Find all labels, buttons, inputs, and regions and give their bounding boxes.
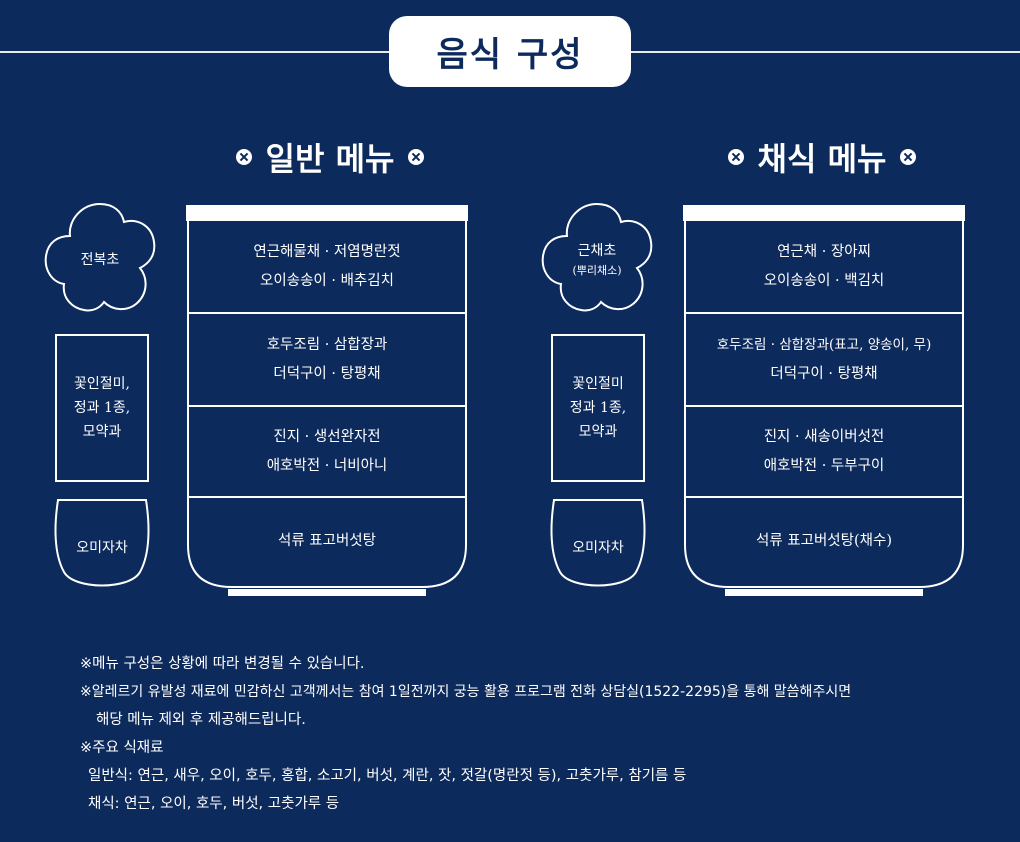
vegan-side-bottom: 오미자차 (572, 540, 624, 556)
menu-line: 호두조림 · 삼합장과 (266, 336, 388, 353)
cup-icon (54, 499, 150, 587)
menu-line: 호두조림 · 삼합장과(표고, 양송이, 무) (716, 336, 932, 353)
note-line: ※주요 식재료 (80, 740, 164, 756)
ornament-icon (727, 149, 744, 165)
header-rule-right (631, 51, 1020, 53)
vegan-side-middle-line: 꽃인절미 (572, 376, 624, 392)
note-line: ※알레르기 유발성 재료에 민감하신 고객께서는 참여 1일전까지 궁능 활용 … (80, 684, 852, 700)
menu-line: 오이송송이 · 백김치 (763, 273, 885, 289)
vegan-menu-heading: 채식 메뉴 (692, 134, 952, 180)
vegan-section-2: 호두조림 · 삼합장과(표고, 양송이, 무) 더덕구이 · 탕평채 (685, 313, 963, 406)
general-menu-bowl (186, 205, 468, 596)
general-side-middle: 꽃인절미, 정과 1종, 모약과 (55, 334, 149, 482)
notes: ※메뉴 구성은 상황에 따라 변경될 수 있습니다. ※알레르기 유발성 재료에… (80, 650, 980, 818)
vegan-side-top-sub: (뿌리채소) (572, 264, 622, 277)
general-side-middle-line: 모약과 (82, 424, 122, 440)
general-section-4: 석류 표고버섯탕 (188, 497, 466, 585)
menu-line: 더덕구이 · 탕평채 (273, 365, 381, 382)
menu-line: 더덕구이 · 탕평채 (770, 365, 878, 382)
note-line: 해당 메뉴 제외 후 제공해드립니다. (96, 712, 306, 728)
vegan-side-top: 근채초 (뿌리채소) (537, 234, 657, 284)
general-side-bottom: 오미자차 (76, 540, 128, 556)
menu-line: 석류 표고버섯탕(채수) (756, 532, 892, 549)
general-menu-title: 일반 메뉴 (265, 140, 395, 178)
vegan-side-middle-line: 정과 1종, (569, 400, 627, 416)
general-section-2: 호두조림 · 삼합장과 더덕구이 · 탕평채 (188, 313, 466, 406)
flower-plate-icon (541, 202, 653, 312)
vegan-side-middle: 꽃인절미 정과 1종, 모약과 (551, 334, 645, 482)
general-section-3: 진지 · 생선완자전 애호박전 · 너비아니 (188, 406, 466, 497)
general-section-1: 연근해물채 · 저염명란젓 오이송송이 · 배추김치 (188, 221, 466, 313)
vegan-menu-bowl (683, 205, 965, 596)
note-line: ※메뉴 구성은 상황에 따라 변경될 수 있습니다. (80, 656, 365, 672)
cup-icon (550, 499, 646, 587)
page-title: 음식 구성 (389, 16, 631, 87)
menu-line: 석류 표고버섯탕 (278, 532, 376, 549)
general-menu-heading: 일반 메뉴 (200, 134, 460, 180)
ornament-icon (235, 149, 252, 165)
menu-line: 진지 · 새송이버섯전 (763, 428, 885, 445)
vegan-side-top-label: 근채초 (577, 243, 617, 259)
general-side-middle-line: 정과 1종, (73, 400, 131, 416)
vegan-section-1: 연근채 · 장아찌 오이송송이 · 백김치 (685, 221, 963, 313)
general-side-middle-line: 꽃인절미, (74, 376, 130, 392)
vegan-side-middle-line: 모약과 (578, 424, 618, 440)
menu-line: 애호박전 · 너비아니 (266, 457, 388, 474)
note-line: 채식: 연근, 오이, 호두, 버섯, 고춧가루 등 (88, 796, 340, 812)
menu-line: 진지 · 생선완자전 (273, 428, 381, 445)
general-side-top: 전복초 (80, 252, 120, 268)
flower-plate-icon (44, 202, 156, 312)
menu-line: 오이송송이 · 배추김치 (260, 273, 394, 289)
menu-line: 연근해물채 · 저염명란젓 (253, 244, 401, 260)
header-rule-left (0, 51, 389, 53)
note-line: 일반식: 연근, 새우, 오이, 호두, 홍합, 소고기, 버섯, 계란, 잣,… (88, 768, 687, 784)
vegan-section-3: 진지 · 새송이버섯전 애호박전 · 두부구이 (685, 406, 963, 497)
menu-line: 애호박전 · 두부구이 (763, 457, 885, 474)
menu-line: 연근채 · 장아찌 (777, 244, 871, 260)
ornament-icon (900, 149, 917, 165)
ornament-icon (408, 149, 425, 165)
vegan-section-4: 석류 표고버섯탕(채수) (685, 497, 963, 585)
vegan-menu-title: 채식 메뉴 (757, 140, 887, 178)
